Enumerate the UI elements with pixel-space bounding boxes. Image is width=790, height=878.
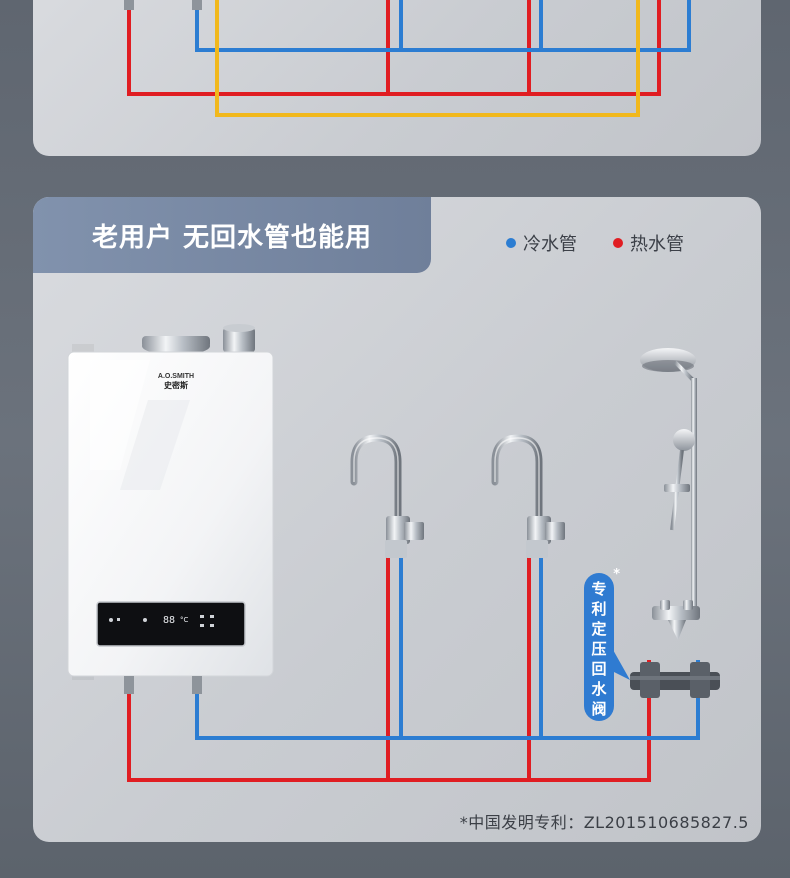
- heater-control-panel: [97, 602, 245, 646]
- valve-badge: * 专 利 定 压 回 水 阀: [584, 567, 620, 721]
- hand-shower: [673, 429, 695, 451]
- hot-dot-icon: [613, 238, 623, 248]
- heater-display-temp: 88: [163, 615, 175, 626]
- valve-badge-char: 回: [591, 660, 607, 678]
- heater-brand-cn: 史密斯: [164, 380, 188, 390]
- valve-badge-char: 专: [591, 580, 607, 598]
- panel-button-icon: [143, 618, 147, 622]
- top-return-loop: [215, 0, 640, 117]
- shower-set: [630, 348, 720, 698]
- faucet-handle: [545, 522, 565, 540]
- heater-display-unit: °C: [180, 616, 189, 624]
- valve-badge-pointer: [610, 648, 630, 680]
- patent-note: *中国发明专利：ZL201510685827.5: [459, 813, 749, 832]
- valve-badge-char: 利: [591, 600, 607, 618]
- top-cold-loop: [195, 0, 691, 52]
- heater-cold-inlet: [192, 676, 202, 694]
- faucet-handle: [404, 522, 424, 540]
- heater-flue-pipe: [223, 328, 255, 352]
- legend-hot: 热水管: [613, 230, 684, 256]
- faucet-2: [491, 434, 565, 558]
- main-pipes: [127, 556, 700, 782]
- valve-badge-char: 水: [591, 680, 607, 698]
- top-hot-loop: [127, 0, 661, 96]
- valve-badge-char: 阀: [591, 700, 607, 718]
- top-connector: [192, 0, 202, 10]
- faucet-1: [350, 434, 424, 558]
- legend-cold: 冷水管: [506, 230, 577, 256]
- shower-riser: [691, 378, 697, 608]
- valve-badge-char: 定: [591, 620, 607, 638]
- cold-pipe-main: [195, 660, 700, 740]
- panel-button-icon: [210, 615, 214, 618]
- panel-title: 老用户 无回水管也能用: [33, 197, 431, 273]
- heater-hot-outlet: [124, 676, 134, 694]
- panel-button-icon: [210, 624, 214, 627]
- cold-dot-icon: [506, 238, 516, 248]
- top-pipes: [124, 0, 691, 117]
- water-heater: A.O.SMITH 史密斯 88 °C: [67, 324, 274, 694]
- panel-button-icon: [200, 615, 204, 618]
- legend-hot-label: 热水管: [630, 234, 684, 255]
- valve-badge-mark: *: [613, 567, 620, 582]
- panel-button-icon: [117, 618, 120, 621]
- panel-button-icon: [109, 618, 113, 622]
- top-connector: [124, 0, 134, 10]
- valve-badge-char: 压: [591, 640, 607, 658]
- panel-button-icon: [200, 624, 204, 627]
- heater-brand-en: A.O.SMITH: [158, 373, 194, 380]
- legend-cold-label: 冷水管: [523, 234, 577, 255]
